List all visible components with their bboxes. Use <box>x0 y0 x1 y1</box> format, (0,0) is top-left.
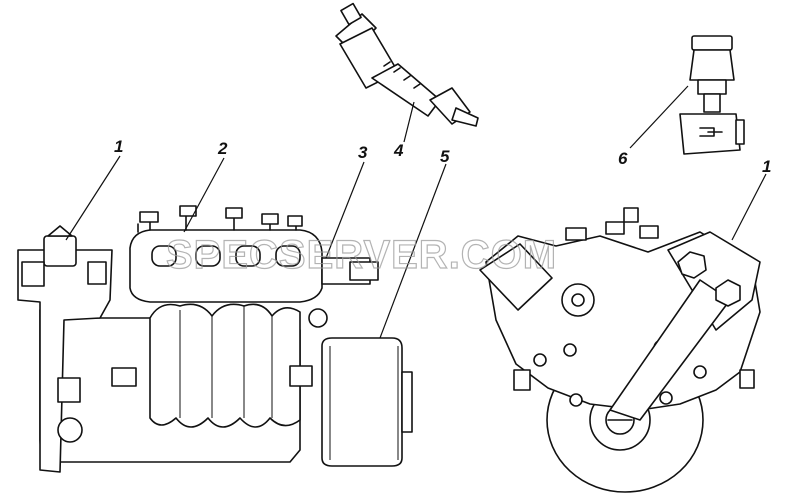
callouts: 1 2 3 4 5 6 1 <box>114 137 771 176</box>
leader-5 <box>379 163 447 339</box>
leader-1b <box>731 173 767 241</box>
pump-front-view <box>479 207 761 493</box>
callout-6: 6 <box>618 149 628 168</box>
callout-2: 2 <box>217 139 228 158</box>
leader-6 <box>629 85 689 149</box>
leader-4 <box>403 101 415 143</box>
injector-part <box>335 2 479 127</box>
watermark: SPECSERVER.COM <box>166 233 557 277</box>
callout-4: 4 <box>393 141 404 160</box>
leader-3 <box>325 161 365 259</box>
valve-part <box>679 35 745 155</box>
pump-side-view <box>17 205 413 473</box>
callout-1-right: 1 <box>762 157 771 176</box>
leader-2 <box>183 157 225 233</box>
callout-5: 5 <box>440 147 450 166</box>
leader-1a <box>65 155 121 241</box>
leader-lines <box>65 85 767 339</box>
callout-3: 3 <box>358 143 368 162</box>
callout-1-left: 1 <box>114 137 123 156</box>
